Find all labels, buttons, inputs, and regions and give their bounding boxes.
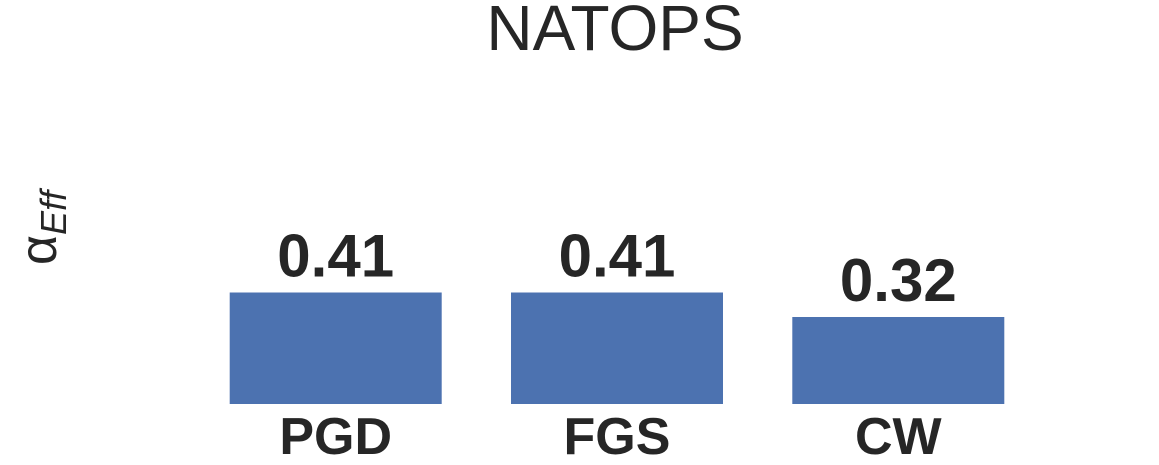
- value-label-cw: 0.32: [840, 247, 957, 314]
- x-tick-label-pgd: PGD: [279, 408, 392, 465]
- x-tick-label-cw: CW: [855, 408, 943, 465]
- bar-pgd: [229, 292, 442, 404]
- x-tick-label-fgs: FGS: [564, 408, 671, 465]
- y-axis-label-subscript: Eff: [33, 187, 74, 235]
- value-labels-group: 0.41 0.41 0.32: [277, 223, 956, 315]
- chart-title: NATOPS: [486, 0, 743, 64]
- x-tick-labels: PGD FGS CW: [279, 408, 942, 465]
- bars-group: [229, 292, 1005, 404]
- value-label-pgd: 0.41: [277, 223, 394, 290]
- y-axis-label-symbol: α: [10, 235, 68, 265]
- y-axis-label: αEff: [10, 187, 74, 265]
- value-label-fgs: 0.41: [559, 223, 676, 290]
- svg-text:αEff: αEff: [10, 187, 74, 265]
- bar-cw: [792, 317, 1005, 404]
- bar-fgs: [511, 292, 723, 404]
